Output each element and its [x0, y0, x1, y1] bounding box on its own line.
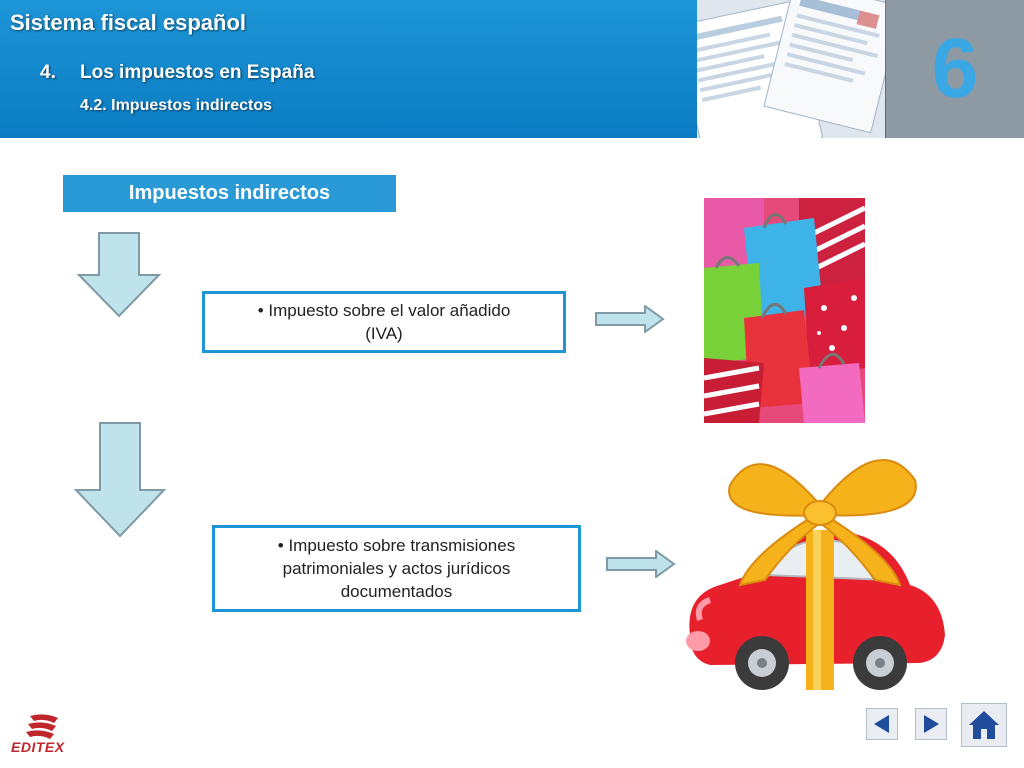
right-arrow-icon	[595, 305, 665, 333]
tax-item-text: • Impuesto sobre transmisiones	[277, 536, 516, 555]
previous-slide-button[interactable]	[866, 708, 898, 740]
arrow-right-icon	[924, 715, 939, 733]
down-arrow-icon	[74, 422, 166, 538]
right-arrow-icon	[606, 550, 676, 578]
editex-logo	[26, 714, 58, 739]
down-arrow-icon	[77, 232, 161, 318]
arrow-left-icon	[874, 715, 889, 733]
header-bar: Sistema fiscal español 4. Los impuestos e…	[0, 0, 1024, 138]
topic-banner: Impuestos indirectos	[63, 175, 396, 212]
tax-forms-image	[697, 0, 885, 138]
section-title: Los impuestos en España	[80, 62, 315, 83]
home-button[interactable]	[961, 703, 1007, 747]
presentation-title: Sistema fiscal español	[10, 10, 246, 35]
tax-item-text: (IVA)	[365, 324, 403, 343]
shopping-bags-image	[704, 198, 865, 423]
tax-item-text: documentados	[340, 582, 453, 601]
tax-item-itp: • Impuesto sobre transmisiones patrimoni…	[212, 525, 581, 612]
tax-item-text: patrimoniales y actos jurídicos	[282, 559, 511, 578]
chapter-number: 6	[931, 21, 979, 115]
gift-car-image	[686, 459, 945, 690]
section-number: 4.	[40, 62, 56, 83]
subsection-heading: 4.2. Impuestos indirectos	[80, 97, 273, 114]
editex-logo-text: EDITEX	[11, 739, 65, 755]
next-slide-button[interactable]	[915, 708, 947, 740]
section-heading: 4. Los impuestos en España	[40, 62, 314, 84]
chapter-indicator: 6	[886, 0, 1024, 138]
tax-item-text: • Impuesto sobre el valor añadido	[257, 301, 511, 320]
home-icon	[969, 711, 999, 739]
tax-item-iva: • Impuesto sobre el valor añadido (IVA)	[202, 291, 566, 353]
